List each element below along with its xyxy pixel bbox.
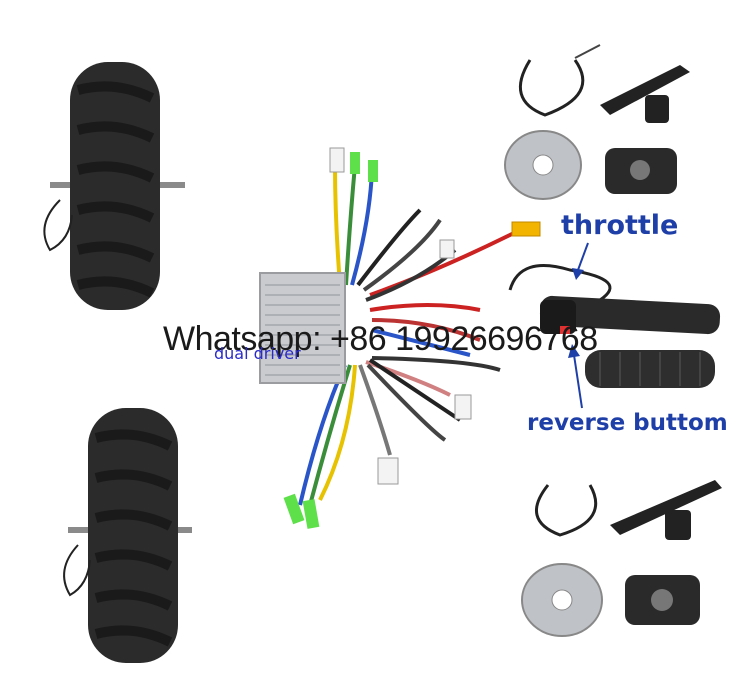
- brake-disc-bottom: [521, 563, 603, 637]
- dual-driver-label: dual driver: [214, 344, 301, 363]
- brake-caliper-top: [605, 148, 677, 194]
- motor-controller: [259, 147, 541, 529]
- brake-caliper-bottom: [625, 575, 700, 625]
- throttle-label: throttle: [561, 210, 679, 241]
- brake-lever-top: [519, 44, 690, 123]
- throttle-grip: [508, 264, 721, 388]
- reverse-arrow: [568, 344, 583, 409]
- hub-motor-wheel-top: [43, 62, 185, 310]
- brake-lever-bottom: [535, 480, 722, 540]
- hub-motor-wheel-bottom: [63, 408, 192, 663]
- throttle-arrow: [572, 242, 589, 280]
- whatsapp-watermark: Whatsapp: +86 19926696768: [163, 320, 598, 358]
- reverse-button-label: reverse buttom: [527, 410, 728, 436]
- brake-disc-top: [504, 130, 582, 200]
